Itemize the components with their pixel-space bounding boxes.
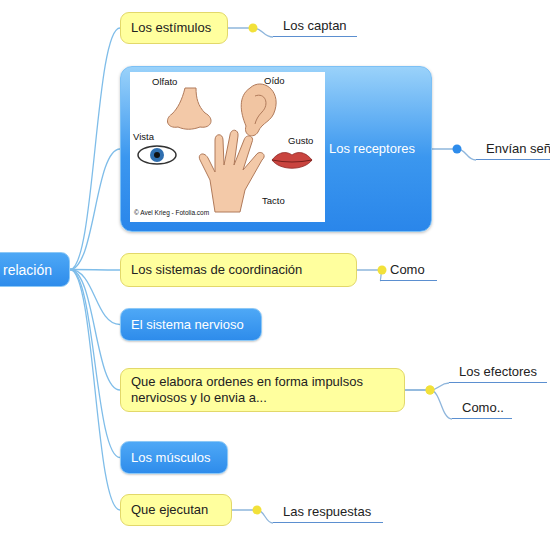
subtopic-text: Como.. bbox=[452, 397, 512, 419]
branch-line bbox=[405, 390, 452, 419]
connector-group bbox=[70, 149, 120, 270]
node-text: Los efectores bbox=[459, 364, 537, 380]
subtopic-text: Las respuestas bbox=[273, 501, 383, 523]
node-text: Que ejecutan bbox=[131, 502, 208, 518]
connector-group bbox=[70, 269, 120, 271]
node-text: El sistema nervioso bbox=[131, 317, 244, 333]
subtopic-text: Como bbox=[380, 259, 437, 281]
node-text: Los músculos bbox=[131, 450, 210, 466]
connector-dot bbox=[426, 386, 435, 395]
branch-line bbox=[70, 270, 120, 391]
node-text: Los receptores bbox=[329, 141, 415, 157]
connector-dot bbox=[426, 386, 435, 395]
topic-box: Que ejecutan bbox=[120, 494, 232, 526]
connector-group bbox=[405, 386, 452, 420]
connector-group bbox=[70, 270, 120, 458]
connector-group bbox=[70, 270, 120, 511]
central-topic: relación bbox=[0, 252, 70, 287]
connector-dot bbox=[378, 266, 387, 275]
node-text: Como bbox=[390, 262, 425, 278]
connector-group bbox=[432, 145, 476, 161]
sense-label: Vista bbox=[133, 131, 154, 142]
branch-line bbox=[70, 270, 120, 511]
sense-label: © Avel Krieg - Fotolia.com bbox=[134, 209, 209, 216]
subtopic-text: Envían señ bbox=[476, 138, 550, 160]
topic-box: El sistema nervioso bbox=[120, 308, 262, 341]
node-text: relación bbox=[3, 262, 52, 278]
connector-group bbox=[357, 266, 387, 282]
sense-label: Gusto bbox=[288, 135, 313, 146]
sense-label: Tacto bbox=[262, 195, 285, 206]
node-text: Envían señ bbox=[486, 141, 550, 157]
topic-box: Los estímulos bbox=[120, 12, 228, 44]
subtopic-text: Los efectores bbox=[449, 361, 547, 383]
branch-line bbox=[70, 269, 120, 271]
branch-line bbox=[70, 28, 120, 270]
connector-dot bbox=[249, 24, 258, 33]
connector-group bbox=[70, 270, 120, 391]
image-topic-box: Los receptores bbox=[120, 66, 432, 232]
branch-line bbox=[70, 270, 120, 458]
node-text: Los estímulos bbox=[131, 20, 211, 36]
connector-group bbox=[405, 383, 449, 395]
node-text: Como.. bbox=[462, 400, 504, 416]
topic-box: Los músculos bbox=[120, 441, 228, 474]
node-text: Que elabora ordenes en forma impulsos ne… bbox=[131, 374, 394, 406]
node-text: Las respuestas bbox=[283, 504, 371, 520]
branch-line bbox=[232, 510, 273, 523]
connector-dot bbox=[253, 506, 262, 515]
node-text: Los captan bbox=[283, 18, 347, 34]
subtopic-text: Los captan bbox=[273, 15, 357, 37]
node-text: Los sistemas de coordinación bbox=[131, 262, 302, 278]
topic-box: Que elabora ordenes en forma impulsos ne… bbox=[120, 368, 405, 412]
connector-group bbox=[70, 28, 120, 270]
sense-label: Oído bbox=[264, 75, 285, 86]
topic-box: Los sistemas de coordinación bbox=[120, 253, 357, 287]
sense-label: Olfato bbox=[152, 76, 177, 87]
connector-group bbox=[228, 24, 273, 38]
connector-group bbox=[232, 506, 273, 524]
branch-line bbox=[70, 149, 120, 270]
connector-dot bbox=[453, 145, 462, 154]
